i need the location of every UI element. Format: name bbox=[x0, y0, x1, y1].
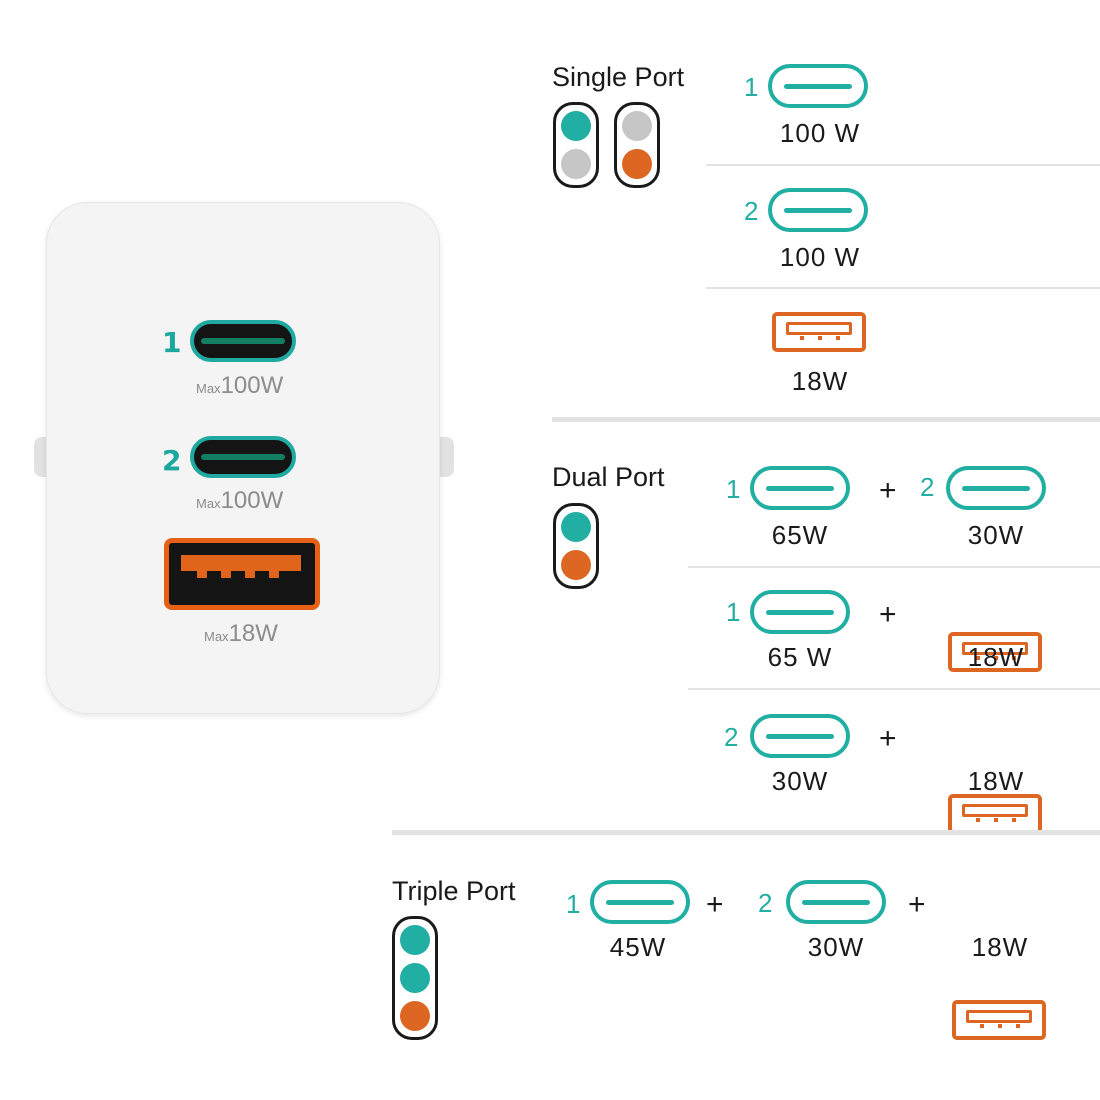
active-dot bbox=[622, 149, 652, 179]
triple-indicator bbox=[392, 916, 438, 1040]
divider bbox=[706, 287, 1100, 289]
usb-a-icon bbox=[948, 632, 1042, 672]
device-port-1-number: 1 bbox=[162, 326, 182, 359]
active-dot bbox=[400, 1001, 430, 1031]
section-divider bbox=[392, 830, 1100, 835]
device-usb-c-port-2 bbox=[190, 436, 296, 478]
dual-row-3-right-watt: 18W bbox=[967, 766, 1025, 796]
device-usb-c-port-1 bbox=[190, 320, 296, 362]
triple-3-watt: 18W bbox=[971, 932, 1029, 962]
dual-row-1-right-number: 2 bbox=[920, 472, 935, 502]
plus-sign: + bbox=[879, 598, 897, 631]
device-port-1-max: Max100W bbox=[196, 372, 284, 399]
inactive-dot bbox=[561, 149, 591, 179]
device-port-2-number: 2 bbox=[162, 444, 182, 477]
active-dot bbox=[400, 963, 430, 993]
dual-port-heading: Dual Port bbox=[552, 462, 665, 492]
device-port-3-max: Max18W bbox=[204, 620, 278, 647]
dual-row-1-left-number: 1 bbox=[726, 474, 741, 504]
usb-c-icon bbox=[590, 880, 690, 924]
device-usb-a-port bbox=[164, 538, 320, 610]
plus-sign: + bbox=[879, 474, 897, 507]
dual-row-2-left-watt: 65 W bbox=[767, 642, 833, 672]
triple-1-number: 1 bbox=[566, 889, 581, 919]
divider bbox=[688, 688, 1100, 690]
plus-sign: + bbox=[706, 888, 724, 921]
active-dot bbox=[561, 512, 591, 542]
usb-c-icon bbox=[946, 466, 1046, 510]
usb-c-icon bbox=[750, 590, 850, 634]
active-dot bbox=[400, 925, 430, 955]
triple-2-watt: 30W bbox=[807, 932, 865, 962]
device-port-2-max: Max100W bbox=[196, 487, 284, 514]
single-row-3-watt: 18W bbox=[791, 366, 849, 396]
usb-c-icon bbox=[768, 188, 868, 232]
dual-row-3-left-watt: 30W bbox=[771, 766, 829, 796]
triple-2-number: 2 bbox=[758, 888, 773, 918]
active-dot bbox=[561, 550, 591, 580]
dual-row-3-left-number: 2 bbox=[724, 722, 739, 752]
divider bbox=[688, 566, 1100, 568]
single-indicator-usb-c bbox=[553, 102, 599, 188]
dual-row-2-right-watt: 18W bbox=[967, 642, 1025, 672]
usb-c-icon bbox=[750, 466, 850, 510]
triple-port-heading: Triple Port bbox=[392, 876, 516, 906]
usb-c-icon bbox=[750, 714, 850, 758]
single-row-2-watt: 100 W bbox=[779, 242, 861, 272]
usb-c-icon bbox=[768, 64, 868, 108]
single-port-heading: Single Port bbox=[552, 62, 685, 92]
divider bbox=[706, 164, 1100, 166]
single-row-1-watt: 100 W bbox=[779, 118, 861, 148]
usb-a-icon bbox=[948, 794, 1042, 834]
usb-a-icon bbox=[952, 1000, 1046, 1040]
plus-sign: + bbox=[879, 722, 897, 755]
section-divider bbox=[552, 417, 1100, 422]
dual-indicator bbox=[553, 503, 599, 589]
triple-1-watt: 45W bbox=[609, 932, 667, 962]
usb-a-icon bbox=[772, 312, 866, 352]
active-dot bbox=[561, 111, 591, 141]
dual-row-1-left-watt: 65W bbox=[771, 520, 829, 550]
usb-c-icon bbox=[786, 880, 886, 924]
inactive-dot bbox=[622, 111, 652, 141]
dual-row-2-left-number: 1 bbox=[726, 597, 741, 627]
single-row-2-number: 2 bbox=[744, 196, 759, 226]
dual-row-1-right-watt: 30W bbox=[967, 520, 1025, 550]
plus-sign: + bbox=[908, 888, 926, 921]
single-row-1-number: 1 bbox=[744, 72, 759, 102]
single-indicator-usb-a bbox=[614, 102, 660, 188]
